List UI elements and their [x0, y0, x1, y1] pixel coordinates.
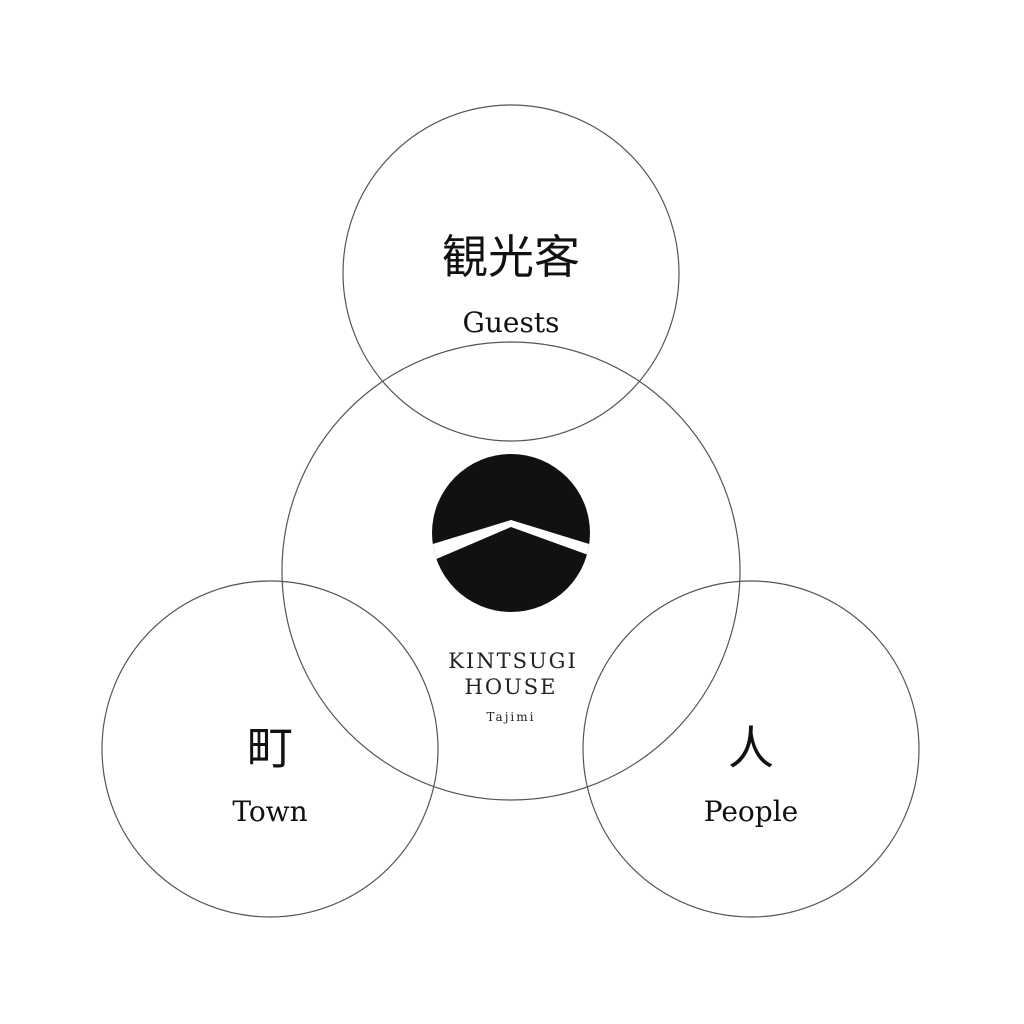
brand-line-2: HOUSE — [465, 675, 558, 699]
circle-guests — [342, 104, 680, 442]
people-label: People — [704, 795, 798, 828]
town-label: Town — [232, 795, 307, 828]
circle-center — [281, 341, 741, 801]
guests-kanji: 観光客 — [442, 230, 580, 284]
guests-label: Guests — [463, 306, 560, 339]
kintsugi-mountain-logo-icon — [432, 454, 590, 612]
circle-town — [101, 580, 439, 918]
brand-line-1: KINTSUGI — [448, 649, 578, 673]
people-kanji: 人 — [728, 721, 774, 775]
town-kanji: 町 — [247, 721, 293, 775]
circle-people — [582, 580, 920, 918]
brand-subtitle: Tajimi — [486, 710, 535, 724]
